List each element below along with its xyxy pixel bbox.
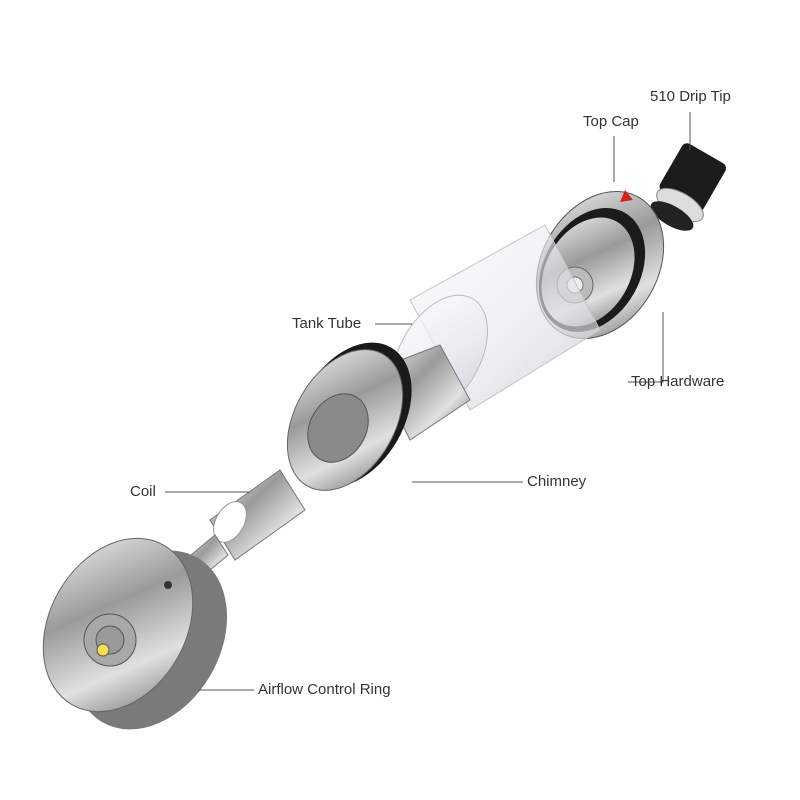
chimney-part <box>286 342 471 491</box>
airflow-control-ring-part <box>42 537 228 730</box>
label-chimney: Chimney <box>527 473 587 490</box>
label-top-hardware: Top Hardware <box>631 373 725 390</box>
top-hardware-leader <box>628 312 664 383</box>
label-tank-tube: Tank Tube <box>292 315 362 332</box>
drip-tip-part <box>650 143 726 231</box>
label-airflow-control-ring: Airflow Control Ring <box>258 681 391 698</box>
label-drip-tip: 510 Drip Tip <box>650 88 731 105</box>
label-coil: Coil <box>130 483 156 500</box>
label-top-cap: Top Cap <box>583 113 639 130</box>
